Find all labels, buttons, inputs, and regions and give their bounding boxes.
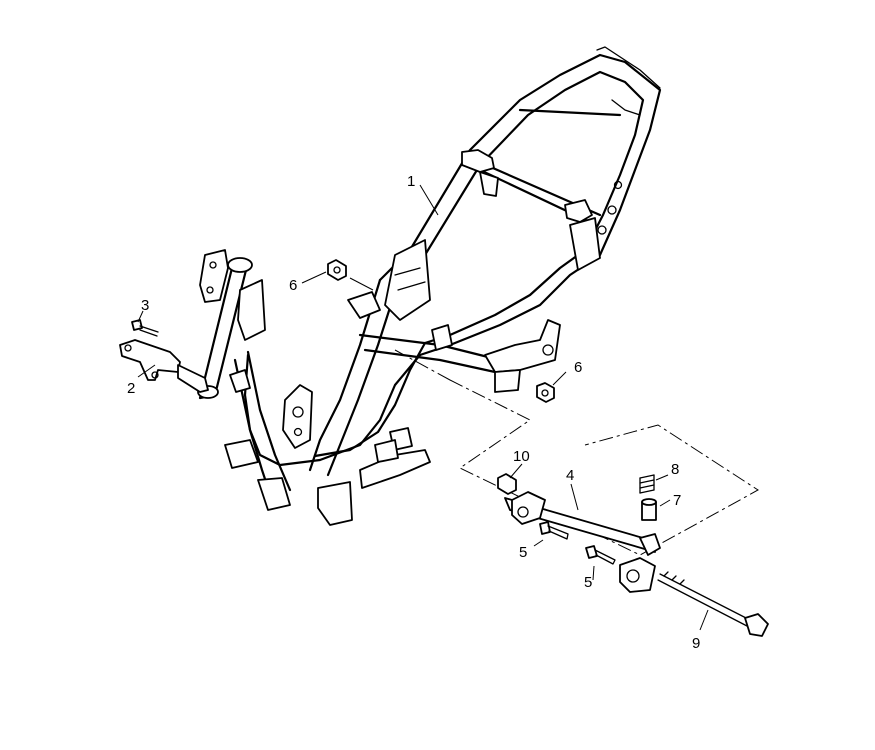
- callout-3: 3: [141, 297, 149, 314]
- stand-part-4: [504, 491, 661, 593]
- spring-part-8: [639, 474, 655, 494]
- bolt-part-5-upper: [539, 521, 569, 540]
- callout-10: 10: [513, 448, 530, 465]
- callout-4: 4: [566, 467, 574, 484]
- callout-6-upper: 6: [289, 277, 297, 294]
- callout-1: 1: [407, 173, 415, 190]
- callout-6-lower: 6: [574, 359, 582, 376]
- assembly-outline: [394, 349, 759, 556]
- leader-lines: [137, 184, 709, 631]
- nut-part-6-lower: [536, 382, 555, 403]
- bolt-part-3: [131, 319, 159, 337]
- nut-part-6-upper: [327, 259, 347, 281]
- callout-labels: 1 3 2 6 6 10 4 8 7 5 5 9: [127, 173, 700, 652]
- nut-part-10: [497, 473, 517, 495]
- bushing-part-7: [641, 498, 657, 521]
- main-frame: [197, 46, 662, 526]
- callout-9: 9: [692, 635, 700, 652]
- bolt-part-5-lower: [585, 545, 616, 565]
- long-bolt-part-9: [657, 571, 769, 637]
- callout-5-upper: 5: [519, 544, 527, 561]
- callout-8: 8: [671, 461, 679, 478]
- steering-bracket-part-2: [119, 339, 209, 393]
- callout-5-lower: 5: [584, 574, 592, 591]
- callout-7: 7: [673, 492, 681, 509]
- callout-2: 2: [127, 380, 135, 397]
